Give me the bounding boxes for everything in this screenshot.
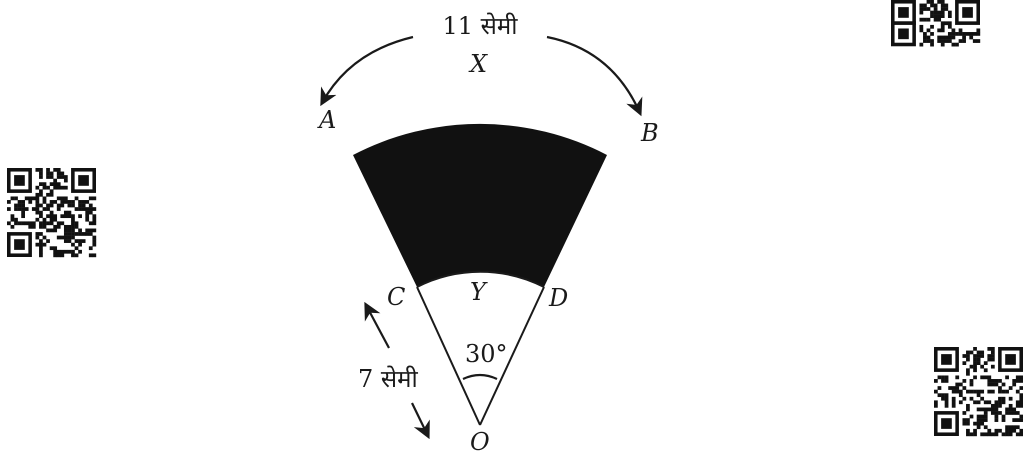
qr-code-left [7,168,97,258]
label-x: X [468,50,488,78]
arc-cd [416,270,545,288]
shaded-region [353,123,607,287]
line-od [479,286,545,426]
radius-arrow-up [364,301,390,349]
arc-length-arrow-right [546,35,643,117]
radius-arrow-down [411,402,430,440]
label-a: A [317,106,336,134]
radius-label: 7 सेमी [358,365,418,393]
angle-label: 30° [465,340,508,368]
label-y: Y [470,278,488,306]
line-oc [416,286,481,426]
label-d: D [548,284,568,312]
arc-length-arrow-left [320,35,414,107]
label-o: O [470,428,490,456]
label-c: C [387,283,405,311]
qr-code-bottom-right [934,347,1023,437]
qr-code-top-right [891,0,981,48]
angle-arc [462,373,498,381]
arc-length-label: 11 सेमी [443,12,519,40]
label-b: B [640,119,659,147]
